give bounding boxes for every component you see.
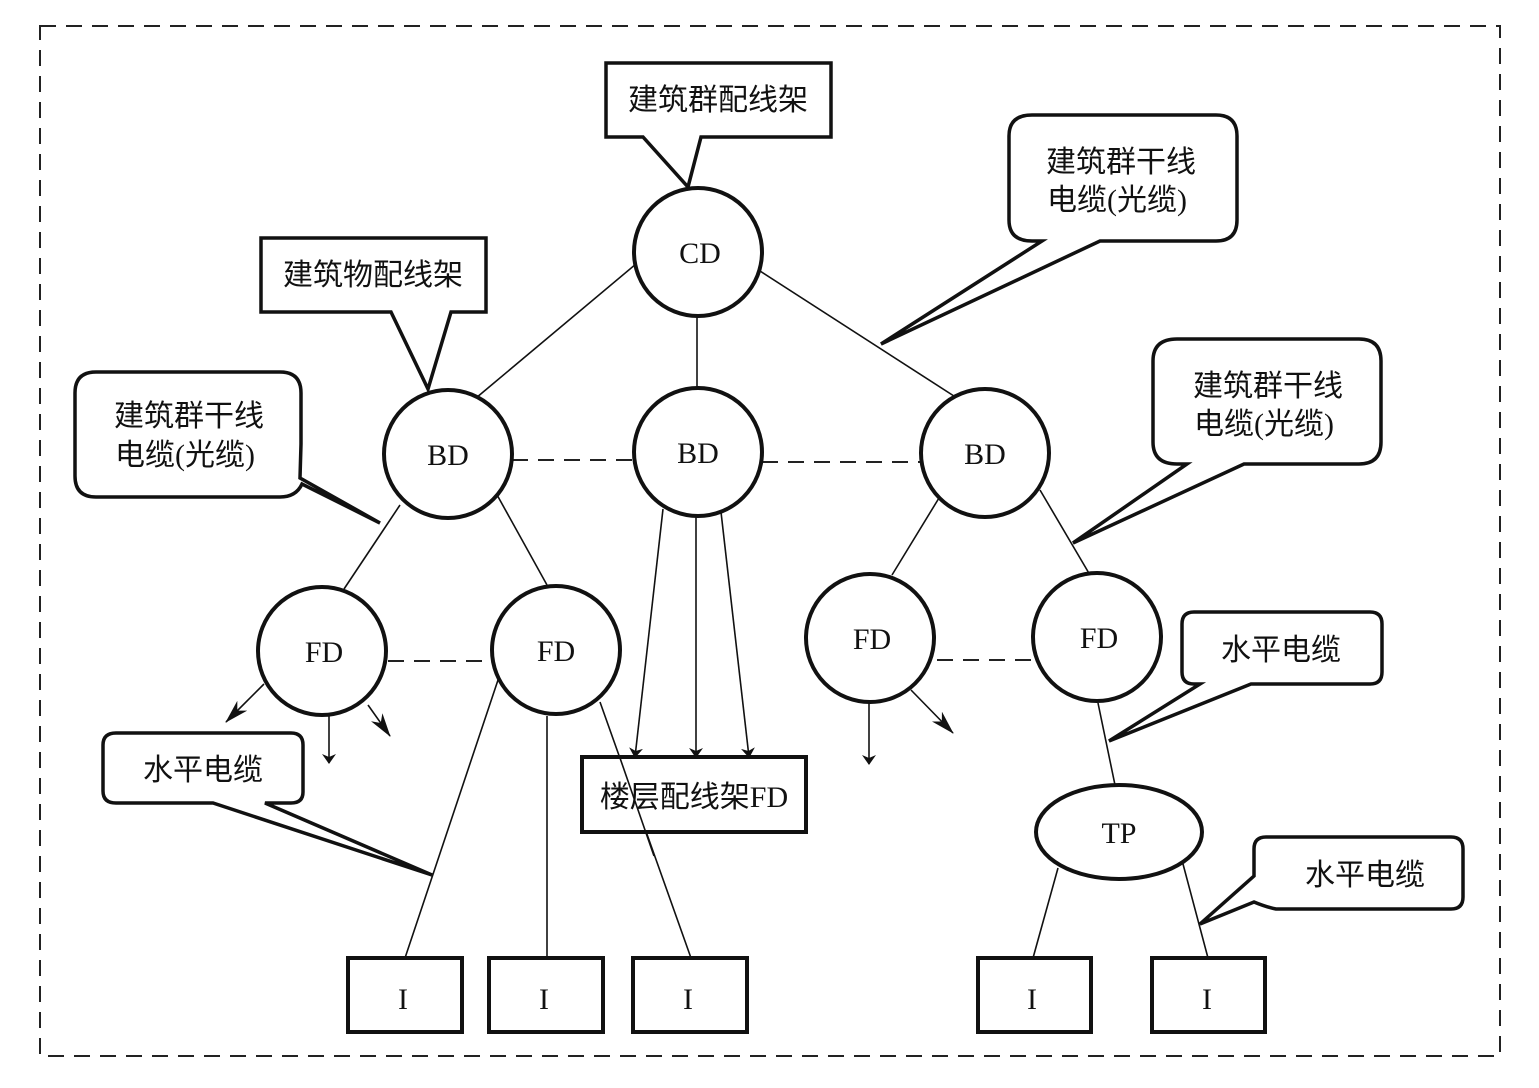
io-box-5: I [1150, 956, 1267, 1034]
callout-text-line-2: 电缆(光缆) [1047, 184, 1187, 217]
node-label: BD [427, 439, 469, 472]
callout-text-line-2: 电缆(光缆) [1194, 408, 1334, 441]
link-bd-left-fd1 [343, 504, 401, 590]
callout-campus-backbone-right: 建筑群干线 电缆(光缆) [1072, 337, 1383, 545]
callout-horizontal-cable-right-lower: 水平电缆 [1198, 835, 1465, 926]
node-label: CD [679, 237, 721, 270]
callout-horizontal-cable-right-upper: 水平电缆 [1108, 610, 1384, 743]
link-bd-left-fd2 [495, 492, 548, 586]
outer-dashed-frame [39, 25, 1501, 1057]
node-label: FD [853, 623, 891, 656]
link-cd-bd-right [759, 270, 958, 399]
node-label: FD [537, 635, 575, 668]
node-label: BD [964, 438, 1006, 471]
io-box-4: I [976, 956, 1093, 1034]
arrow-bd-center-fd-box-1 [629, 508, 664, 758]
callout-text-line-1: 建筑群干线 [1193, 370, 1343, 403]
arrow-fd1-out-1 [225, 683, 265, 723]
callout-campus-distributor: 建筑群配线架 [604, 61, 833, 191]
node-bd-center: BD [632, 386, 764, 518]
link-tp-io4 [1032, 867, 1059, 959]
callout-text: 水平电缆 [143, 754, 263, 787]
callout-text: 水平电缆 [1221, 634, 1341, 667]
link-cd-bd-left [475, 263, 637, 399]
link-tp-io5 [1182, 863, 1209, 959]
node-label: FD [1080, 622, 1118, 655]
io-label: I [1027, 983, 1037, 1016]
node-fd-2: FD [490, 584, 622, 716]
link-bd-right-fd4 [1039, 489, 1091, 576]
callout-text: 水平电缆 [1305, 859, 1425, 892]
link-fd2-io3-overlay [619, 757, 655, 857]
link-fd2-io1 [404, 679, 499, 959]
node-label: BD [677, 437, 719, 470]
callout-campus-backbone-left: 建筑群干线 电缆(光缆) [73, 370, 381, 525]
links [225, 263, 1209, 959]
callout-text-line-2: 电缆(光缆) [115, 439, 255, 472]
io-label: I [398, 983, 408, 1016]
node-cd: CD [632, 186, 764, 318]
callout-text-line-1: 建筑群干线 [1046, 146, 1196, 179]
io-box-3: I [631, 956, 749, 1034]
link-fd4-tp [1097, 702, 1116, 786]
arrow-bd-center-fd-box-3 [720, 511, 755, 758]
node-fd-1: FD [256, 585, 388, 717]
node-bd-right: BD [919, 387, 1051, 519]
node-tp: TP [1034, 783, 1204, 881]
callout-horizontal-cable-left: 水平电缆 [101, 731, 433, 877]
arrow-fd3-out-2 [910, 689, 954, 734]
callout-text: 建筑物配线架 [283, 259, 463, 292]
io-label: I [683, 983, 693, 1016]
node-label: FD [305, 636, 343, 669]
io-box-1: I [346, 956, 464, 1034]
link-bd-right-fd3 [891, 497, 940, 576]
node-fd-3: FD [804, 572, 936, 704]
callout-text-line-1: 建筑群干线 [114, 400, 264, 433]
callout-text: 建筑群配线架 [628, 84, 808, 117]
callout-building-distributor: 建筑物配线架 [259, 236, 488, 394]
callout-campus-backbone-top: 建筑群干线 电缆(光缆) [880, 113, 1239, 346]
floor-distributor-box: 楼层配线架FD [580, 755, 808, 834]
io-label: I [1202, 983, 1212, 1016]
io-box-2: I [487, 956, 605, 1034]
node-label: TP [1101, 817, 1136, 850]
arrow-fd1-out-3 [367, 704, 391, 737]
node-fd-4: FD [1031, 571, 1163, 703]
node-bd-left: BD [382, 388, 514, 520]
box-label: 楼层配线架FD [600, 781, 788, 814]
io-label: I [539, 983, 549, 1016]
